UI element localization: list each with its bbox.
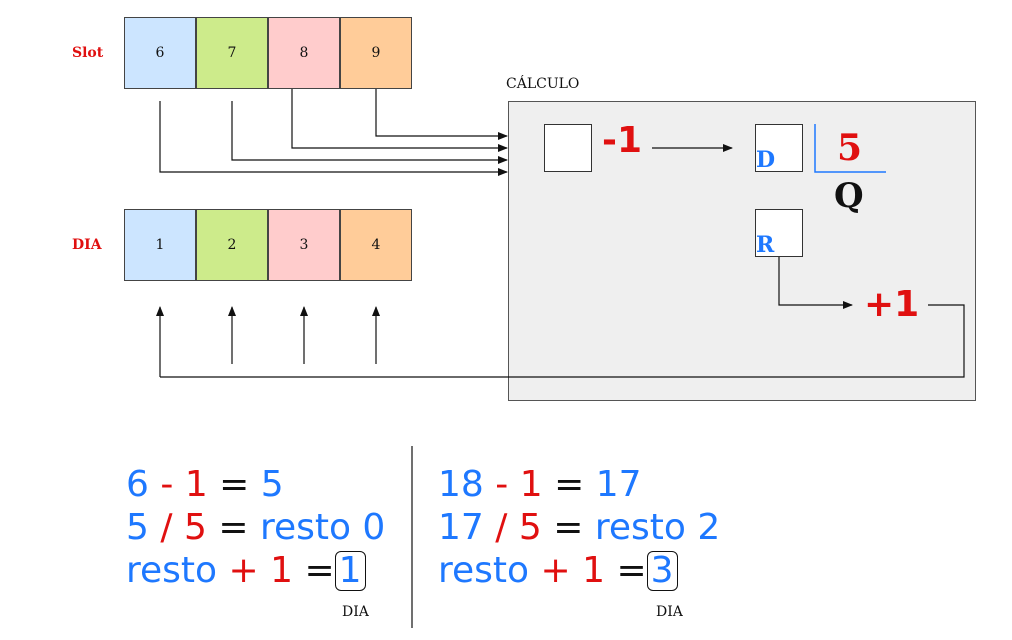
example-left-caption: DIA (342, 604, 369, 620)
dia-cell: 3 (268, 209, 340, 281)
return-line (160, 304, 965, 378)
example-left-line-1: 6 - 1 = 5 (126, 464, 284, 505)
divisor-value: 5 (837, 127, 863, 169)
dividend-label: D (756, 147, 776, 173)
slot-cell: 9 (340, 17, 412, 89)
remainder-box (755, 209, 803, 257)
arrow-slot-7 (231, 101, 508, 164)
arrow-r-to-plus (778, 257, 853, 309)
dividend-box (755, 124, 803, 172)
slot-cell: 8 (268, 17, 340, 89)
division-bracket (814, 124, 886, 173)
quotient-label: Q (834, 176, 864, 216)
input-box (544, 124, 592, 172)
calculo-title: CÁLCULO (506, 76, 580, 92)
example-right-caption: DIA (656, 604, 683, 620)
result-box: 3 (646, 551, 678, 591)
minus-one-label: -1 (602, 120, 642, 161)
arrow-slot-9 (375, 89, 508, 140)
dia-row-label: DIA (72, 237, 102, 253)
slot-cell: 6 (124, 17, 196, 89)
slot-row-label: Slot (72, 45, 104, 61)
dia-cell: 1 (124, 209, 196, 281)
arrow-slot-6 (159, 101, 508, 176)
dia-cell: 2 (196, 209, 268, 281)
remainder-label: R (756, 232, 775, 258)
example-left-line-3: resto + 1 =1 (126, 550, 366, 592)
slot-cell: 7 (196, 17, 268, 89)
example-left-line-2: 5 / 5 = resto 0 (126, 507, 386, 548)
result-box: 1 (334, 551, 366, 591)
example-right-line-1: 18 - 1 = 17 (438, 464, 642, 505)
arrow-slot-8 (291, 89, 508, 152)
example-right-line-2: 17 / 5 = resto 2 (438, 507, 721, 548)
example-right-line-3: resto + 1 =3 (438, 550, 678, 592)
dia-cell: 4 (340, 209, 412, 281)
plus-one-label: +1 (864, 284, 920, 325)
